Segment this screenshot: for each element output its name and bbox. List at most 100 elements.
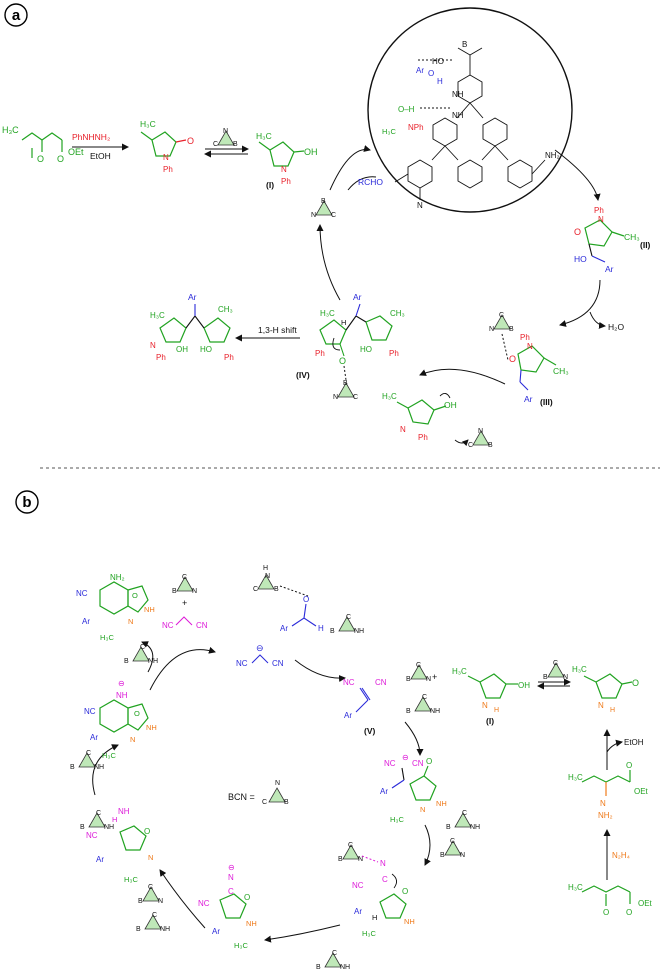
- int2-h: H: [372, 913, 377, 922]
- prod-hydroxyl: OH: [176, 345, 188, 354]
- int3-aryl: Ar: [212, 927, 220, 936]
- pzIb-n: N: [482, 701, 488, 710]
- sheet-nh2: NH₂: [545, 151, 560, 160]
- attacking-pyrazolol: H₃C OH N Ph N C B: [382, 392, 493, 449]
- bcn-equals: BCN =: [228, 792, 255, 802]
- panel-b-badge: b: [15, 490, 39, 514]
- int5-n: N: [130, 735, 135, 744]
- pzIb-methyl: H₃C: [452, 667, 467, 676]
- int1-cyano: CN: [412, 759, 424, 768]
- pzbot-methyl: H₃C: [382, 392, 397, 401]
- pz1-phenyl: Ph: [163, 165, 173, 174]
- catad2-n: N: [460, 852, 465, 859]
- IV-h: H: [341, 318, 346, 327]
- catad-c: C: [462, 810, 467, 817]
- pzI-methyl: H₃C: [256, 131, 272, 141]
- arrow-michael-addition: [419, 368, 506, 385]
- prod-methyl-2: CH₃: [218, 305, 233, 314]
- sheet-nph: NPh: [408, 123, 424, 132]
- catm-b: B: [172, 588, 177, 595]
- int2-n: N: [380, 859, 386, 868]
- hydrazine-label: N₂H₄: [612, 851, 630, 860]
- catalysts-adduct: C B NH C B N: [440, 810, 480, 859]
- compound-III: C N B Ph N O CH₃ Ar (III): [489, 312, 569, 407]
- compound-IV-label: (IV): [296, 370, 310, 380]
- pzbot-phenyl: Ph: [418, 433, 428, 442]
- plus-sign-2: +: [432, 672, 437, 682]
- int2-methyl: H₃C: [362, 929, 376, 938]
- esterb-oet: OEt: [638, 899, 653, 908]
- arrow-rcho: [347, 176, 377, 191]
- catalysts-cyclized: C B N C B NH: [136, 884, 170, 933]
- catbot-b: B: [488, 442, 493, 449]
- catIV-n: N: [333, 394, 338, 401]
- arrow-knoevenagel: [294, 659, 346, 682]
- ester-oet: OEt: [68, 147, 84, 157]
- catad2-c: C: [450, 838, 455, 845]
- arrow-tautomerize: [92, 744, 119, 796]
- cati2-b: B: [338, 856, 343, 863]
- prodb-nh: NH: [144, 605, 155, 614]
- prodb-n: N: [128, 617, 133, 626]
- panel-a: a H₃C O O OEt PhNHNH₂ EtOH H₃C O N Ph: [2, 3, 651, 449]
- int4-nitrile: NC: [86, 831, 98, 840]
- pzkb-n: N: [598, 701, 604, 710]
- imine-intermediate: C B NH H NC NH Ar O N H₃C: [80, 807, 153, 884]
- compound-V-label: (V): [364, 726, 376, 736]
- catad-b: B: [446, 824, 451, 831]
- prod-phenyl-2: Ph: [224, 353, 234, 362]
- catalyst-plus-malononitrile: C B N + NC CN: [162, 574, 208, 630]
- compound-I-b-label: (I): [486, 716, 494, 726]
- sheet-boron: B: [462, 40, 467, 49]
- arrow-etoh-release: [606, 739, 623, 753]
- panel-a-badge: a: [4, 3, 28, 27]
- int4-h: H: [112, 815, 117, 824]
- cyclized-imine-anion: ⊖ N C NC Ar O NH H₃C: [198, 863, 257, 950]
- int5-nh: NH: [116, 691, 128, 700]
- III-methyl: CH₃: [553, 366, 569, 376]
- catalyst-regenerated-1: B N C: [311, 198, 336, 219]
- int3-c: C: [228, 887, 234, 896]
- sheet-ar: Ar: [416, 66, 424, 75]
- plus-sign: +: [182, 598, 187, 608]
- catt-c: C: [140, 644, 145, 651]
- catv2-nh: NH: [430, 708, 440, 715]
- int4-n: N: [148, 853, 153, 862]
- bcn-sheet-circle: HO B Ar O H NH NH O–H NPh H₃C NH₂ N: [367, 7, 573, 213]
- ester-methyl: H₃C: [2, 125, 19, 135]
- int5-nh2: NH: [146, 723, 157, 732]
- catleg-c: C: [262, 799, 267, 806]
- catbb-nh: NH: [340, 964, 350, 971]
- malono-nc: NC: [162, 621, 174, 630]
- michael-adduct: NC CN ⊖ Ar O NH N H₃C: [380, 753, 447, 824]
- int1-nitrile: NC: [384, 759, 396, 768]
- II-oxygen: O: [574, 227, 581, 237]
- compound-II-label: (II): [640, 240, 651, 250]
- panel-b: b NC NH₂ Ar O NH N H₃C C B N + NC CN: [15, 490, 653, 971]
- cat1-c: C: [331, 212, 336, 219]
- hyd-methyl: H₃C: [568, 773, 583, 782]
- IV-methyl-2: CH₃: [390, 309, 405, 318]
- cat1-n: N: [311, 212, 316, 219]
- catald-b: B: [330, 628, 335, 635]
- int5-minus: ⊖: [118, 679, 125, 688]
- esterb-methyl: H₃C: [568, 883, 583, 892]
- catbot-c: C: [468, 442, 473, 449]
- prod-n: N: [150, 341, 156, 350]
- int3-oxygen: O: [244, 893, 250, 902]
- int3-methyl: H₃C: [234, 941, 248, 950]
- arrow-to-II: [554, 149, 601, 201]
- catalyst-III: C N B: [489, 312, 514, 333]
- reagent-phenylhydrazine: PhNHNH₂: [72, 132, 110, 142]
- prodb-amine: NH₂: [110, 573, 125, 582]
- compound-III-label: (III): [540, 397, 553, 407]
- int2-oxygen: O: [402, 887, 408, 896]
- catt-b: B: [124, 658, 129, 665]
- catv-b: B: [406, 676, 411, 683]
- int3-n: N: [228, 873, 234, 882]
- int3-nh: NH: [246, 919, 257, 928]
- panel-b-label: b: [22, 494, 31, 511]
- prod-hydroxyl-2: HO: [200, 345, 212, 354]
- cateq-n: N: [563, 674, 568, 681]
